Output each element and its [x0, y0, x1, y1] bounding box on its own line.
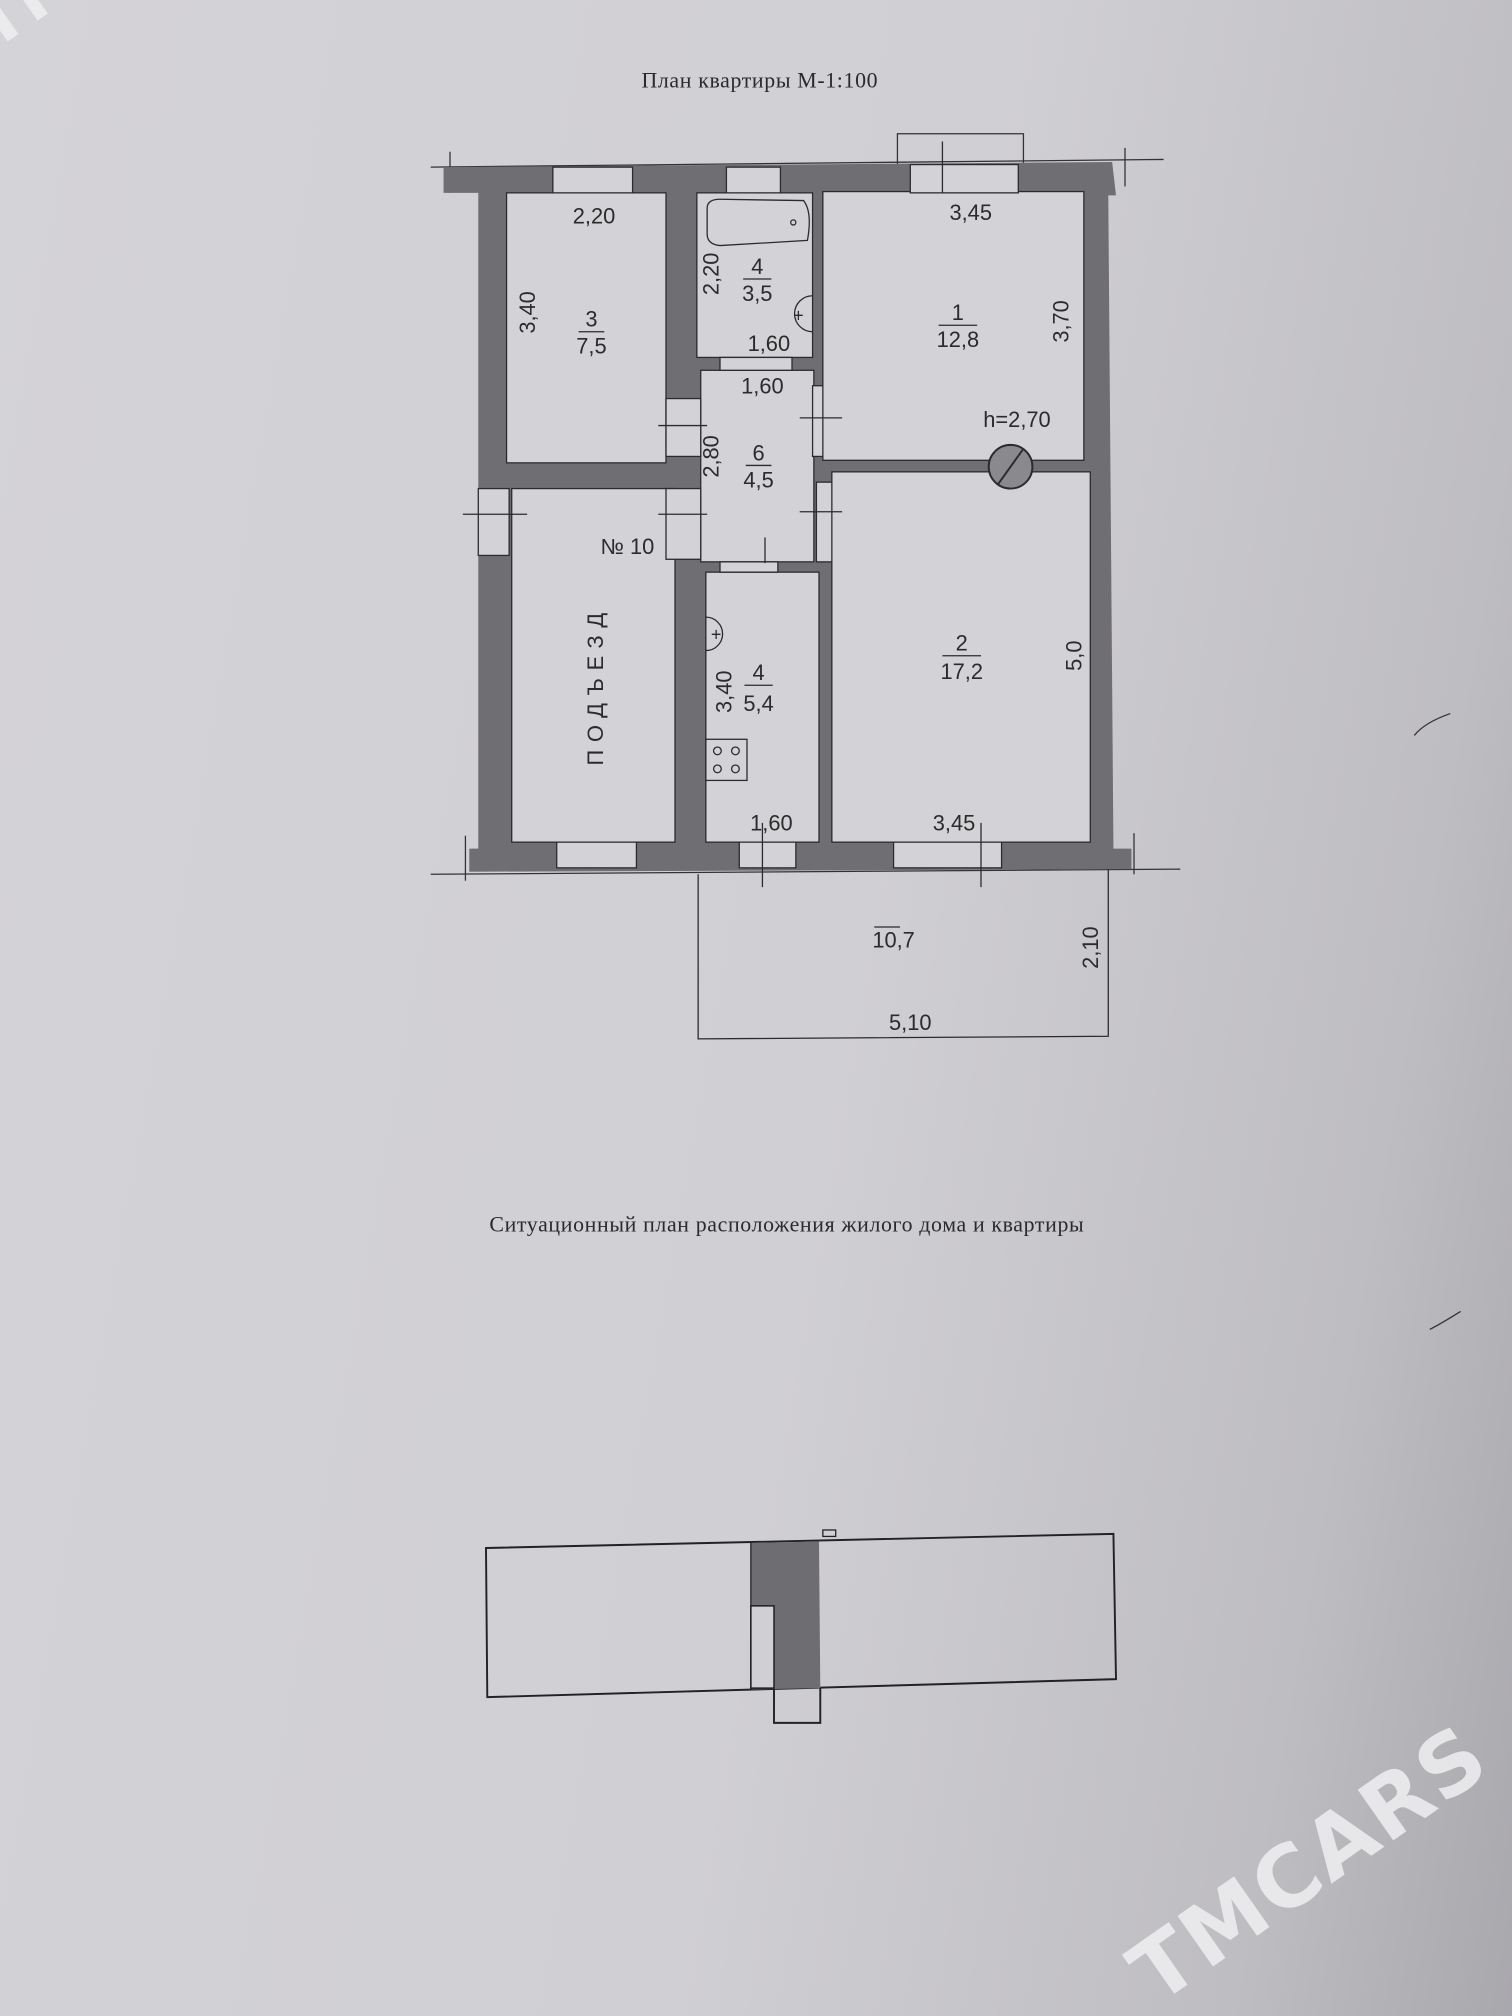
balcony-width: 5,10	[889, 1010, 932, 1035]
window	[552, 166, 634, 194]
room-1-area: 12,8	[937, 327, 980, 352]
room-2-number: 2	[956, 631, 968, 656]
room-6-length: 2,80	[699, 435, 724, 478]
entrance-label: ПОДЪЕЗД	[583, 605, 608, 765]
room-4b-area: 5,4	[743, 691, 773, 716]
bathtub-icon	[706, 198, 810, 247]
room-3-number: 3	[585, 307, 597, 332]
room-4b-width: 1,60	[750, 811, 793, 836]
room-2-width: 3,45	[933, 811, 976, 836]
room-3-length: 3,40	[515, 291, 540, 334]
paper-mark	[1413, 712, 1451, 736]
room-4a-width: 1,60	[748, 331, 791, 356]
window	[892, 841, 1003, 869]
window	[909, 163, 1019, 194]
room-1-length: 3,70	[1048, 300, 1073, 343]
situation-plan	[485, 1529, 1117, 1724]
room-2-length: 5,0	[1061, 641, 1086, 671]
sink-icon	[793, 295, 813, 333]
room-4a-area: 3,5	[742, 281, 772, 306]
ceiling-height: h=2,70	[983, 407, 1050, 432]
svg-text:+: +	[711, 624, 722, 644]
stove-icon	[705, 738, 748, 782]
balcony-area: 10,7	[872, 928, 915, 953]
room-6-width: 1,60	[741, 373, 784, 398]
room-4b-length: 3,40	[712, 670, 737, 713]
paper-mark	[1429, 1310, 1461, 1331]
watermark-logo: TMCARS	[1112, 1705, 1506, 2016]
plan-title: План квартиры М-1:100	[641, 68, 878, 92]
door	[719, 356, 793, 371]
sink-icon	[705, 616, 724, 652]
door	[815, 481, 833, 563]
apartment-number: № 10	[601, 534, 655, 559]
room-4a-length: 2,20	[699, 253, 724, 296]
door	[665, 487, 702, 560]
door	[477, 487, 510, 557]
room-1-width: 3,45	[949, 200, 992, 225]
room-2-area: 17,2	[940, 659, 983, 684]
chimney-icon	[987, 443, 1034, 490]
window	[725, 166, 782, 194]
door	[738, 841, 797, 869]
room-3-width: 2,20	[573, 204, 616, 229]
room-2	[831, 471, 1091, 843]
situation-plan-title: Ситуационный план расположения жилого до…	[489, 1213, 1084, 1237]
room-3-area: 7,5	[576, 334, 606, 359]
floor-plan: + + 2,20 3,40 3 7,5 2,20 4 3,5 1,60 1,60…	[430, 133, 1181, 1040]
entrance-hall	[511, 487, 676, 843]
balcony-depth: 2,10	[1078, 926, 1103, 969]
room-6-area: 4,5	[743, 467, 773, 492]
door	[811, 385, 824, 458]
room-1-number: 1	[952, 300, 964, 325]
window	[556, 841, 638, 869]
room-4a-number: 4	[751, 254, 763, 279]
door	[719, 561, 779, 573]
watermark-corner: TM	[0, 0, 99, 65]
room-6-number: 6	[752, 440, 764, 465]
svg-text:+: +	[793, 305, 804, 325]
room-3	[505, 192, 667, 464]
door	[665, 397, 702, 458]
balcony	[697, 869, 1109, 1040]
room-4b-number: 4	[752, 660, 764, 685]
